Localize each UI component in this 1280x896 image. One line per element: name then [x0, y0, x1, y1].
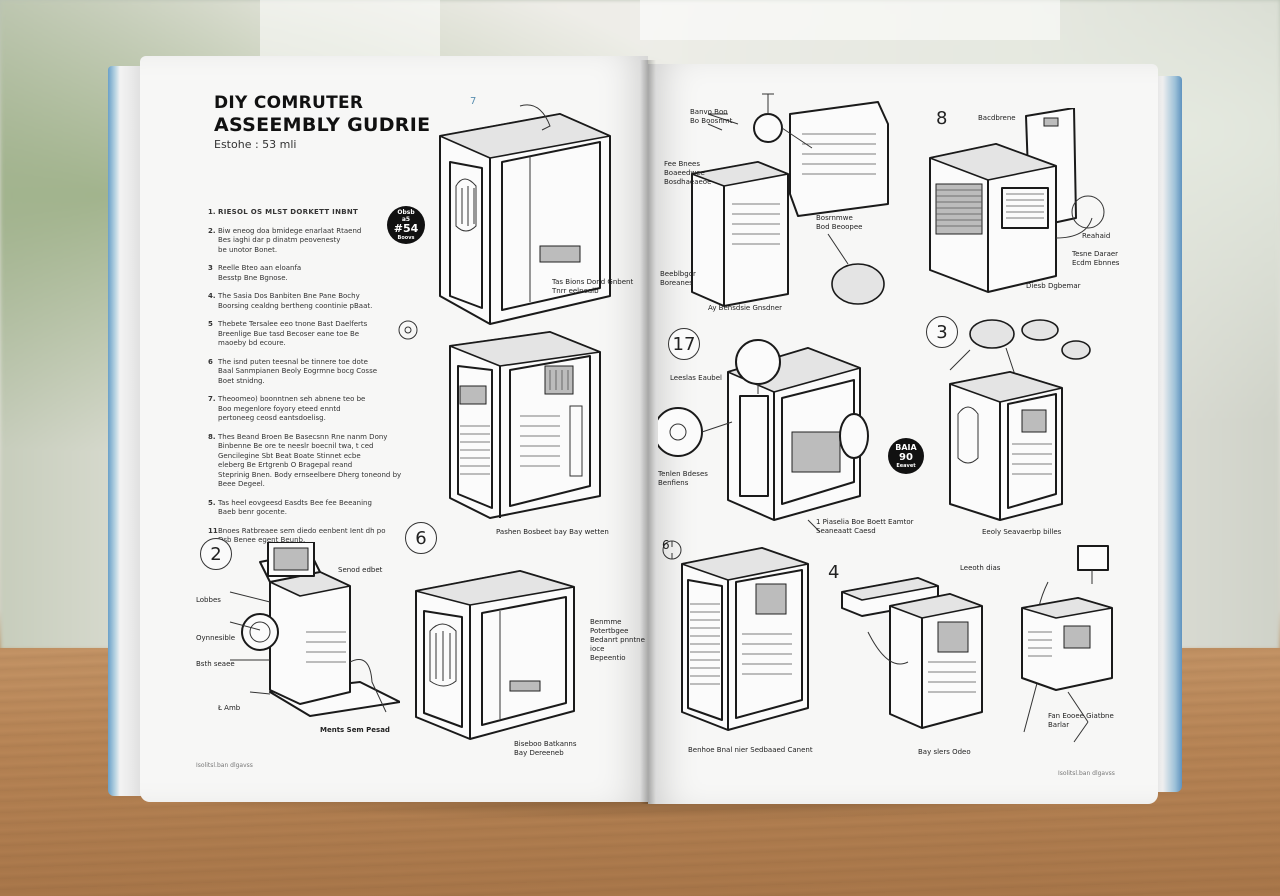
part-label: Leeoth dias [960, 564, 1001, 572]
figure-caption: 1 Piaselia Boe Boett Eamtor Seaneaatt Ca… [816, 518, 914, 535]
step-item-text: Reelle Bteo aan eloanfa Besstp Bne Bgnos… [218, 264, 302, 282]
badge-line-3: Eeavet [896, 463, 916, 469]
step-item-text: RIESOL OS MLST DORKETT INBNT [218, 208, 359, 216]
page-title: DIY COMRUTER ASSEEMBLY GUDRIE [214, 92, 430, 136]
step-item: 8.Thes Beand Broen Be Basecsnn Rne nanm … [208, 433, 408, 490]
step-item: 5 Thebete Tersalee eeo tnone Bast Daelfer… [208, 320, 408, 349]
case-illustration [415, 570, 575, 740]
step-list: 1.RIESOL OS MLST DORKETT INBNT 2.Biw eneo… [208, 208, 408, 555]
part-label: Fee Bnees Boaeedwee Bosdhaeaeoe [664, 160, 712, 186]
part-label: Tesne Daraer Ecdm Ebnnes [1072, 250, 1120, 267]
window-frame [640, 0, 1060, 40]
part-label: Banvo Boo Bo Boosnmt [690, 108, 733, 125]
figure-caption: Diesb Dgbemar [1026, 282, 1081, 290]
step-item-number: 5 [208, 320, 213, 328]
psu-install-illustration [841, 577, 983, 729]
step-item-number: 11 [208, 526, 218, 535]
page-footer: Isolitsl.ban dlgavss [196, 762, 253, 769]
step-number: 6 [405, 522, 437, 554]
step-item-number: 1. [208, 208, 216, 216]
title-line-2: ASSEEMBLY GUDRIE [214, 114, 431, 136]
info-badge: BAIA 90 Eeavet [888, 438, 924, 474]
step-item-text: Tas heel eovgeesd Easdts Bee fee Beeanin… [218, 498, 372, 517]
left-page: DIY COMRUTER ASSEEMBLY GUDRIE Estohe : 5… [140, 56, 648, 802]
open-case-illustration [681, 547, 809, 731]
step-number: 17 [668, 328, 700, 360]
info-badge: Obsb a5 #54 Boovs [387, 206, 425, 244]
step-item-number: 2. [208, 226, 216, 235]
part-label: Leeslas Eaubel [670, 374, 722, 382]
part-label: Oynnesible [196, 634, 236, 642]
badge-line-1: BAIA [895, 443, 917, 452]
gear-icon [662, 540, 682, 560]
part-label: Lobbes [196, 596, 221, 604]
step-item: 4.The Sasia Dos Banbiten Bne Pane Bochy … [208, 292, 408, 311]
part-label: Tenlen Bdeses Benfiens [658, 470, 708, 487]
part-label: Beeblbgor Boreanes [660, 270, 696, 287]
badge-line-3: #54 [393, 222, 419, 235]
case-illustration [439, 104, 611, 325]
step-item: 1.RIESOL OS MLST DORKETT INBNT [208, 208, 408, 218]
assembly-illustration [229, 542, 400, 717]
step-item-text: Thes Beand Broen Be Basecsnn Rne nanm Do… [218, 432, 402, 489]
figure-caption: Pashen Bosbeet bay Bay wetten [496, 528, 609, 536]
step-number: 2 [200, 538, 232, 570]
badge-line-2: a5 [401, 216, 411, 223]
figure-caption: Benhoe Bnal nier Sedbaaed Canent [688, 746, 813, 754]
step-item: 3 Reelle Bteo aan eloanfa Besstp Bne Bgno… [208, 264, 408, 283]
subtitle: Estohe : 53 mli [214, 138, 297, 151]
step-item-text: The isnd puten teesnal be tinnere toe do… [218, 357, 378, 385]
step-item-number: 7. [208, 395, 216, 403]
step-item-number: 3 [208, 264, 213, 272]
open-case-illustration [449, 331, 601, 519]
part-label: Bosrnmwe Bod Beoopee [816, 214, 863, 231]
step-item-number: 8. [208, 432, 216, 441]
step-item-number: 6 [208, 357, 213, 366]
right-page: Banvo Boo Bo Boosnmt Fee Bnees Boaeedwee… [648, 64, 1158, 804]
case-callout-illustration [658, 339, 869, 532]
figure-caption: Ments Sem Pesad [320, 726, 390, 734]
exploded-parts-illustration [1021, 545, 1113, 743]
part-label: Ł Amb [218, 704, 241, 712]
step-item-text: Theoomeo) boonntnen seh abnene teo be Bo… [218, 395, 366, 422]
figure-caption: Biseboo Batkanns Bay Dereeneb [514, 740, 577, 757]
step-number: 6 [662, 538, 670, 552]
gear-icon [398, 320, 418, 340]
marker-number: 7 [470, 96, 477, 107]
step-number: 8 [936, 108, 948, 129]
step-item-text: Biw eneog doa bmidege enarlaat Rtaend Be… [218, 226, 362, 254]
step-item: 2.Biw eneog doa bmidege enarlaat Rtaend … [208, 227, 408, 256]
badge-line-2: 90 [899, 452, 913, 463]
part-label: Benmme Potertbgee Bedanrt pnntne ioce Be… [590, 618, 645, 662]
step-item: 5.Tas heel eovgeesd Easdts Bee fee Beean… [208, 499, 408, 518]
page-footer: Isolitsl.ban dlgavss [1058, 770, 1115, 777]
exploded-view-illustration [691, 93, 889, 307]
step-item: 6 The isnd puten teesnal be tinnere toe d… [208, 358, 408, 387]
window-frame [260, 0, 440, 60]
badge-line-4: Boovs [397, 235, 415, 241]
step-item: 7.Theoomeo) boonntnen seh abnene teo be … [208, 395, 408, 424]
figure-caption: Eeoly Seavaerbp billes [982, 528, 1062, 536]
figure-caption: Bay slers Odeo [918, 748, 971, 756]
step-item-text: Thebete Tersalee eeo tnone Bast Daelfert… [218, 320, 368, 347]
step-item-number: 5. [208, 498, 216, 507]
badge-line-1: Obsb [397, 209, 415, 216]
part-label: Bacdbrene [978, 114, 1016, 122]
figure-caption: Ay Bensdsie Gnsdner [708, 304, 783, 312]
part-label: Reahaid [1082, 232, 1111, 240]
part-label: Senod edbet [338, 566, 383, 574]
step-number: 4 [828, 562, 840, 583]
title-line-1: DIY COMRUTER [214, 93, 364, 113]
book-gutter [640, 60, 656, 804]
step-number: 3 [926, 316, 958, 348]
power-supply-illustration [929, 108, 1105, 293]
part-label: Bsth seaee [196, 660, 235, 668]
case-illustration [949, 319, 1091, 521]
step-item-number: 4. [208, 292, 216, 300]
figure-caption: Tas Bions Dond Gnbent Tnrr eelnealb [552, 278, 634, 295]
step-item-text: The Sasia Dos Banbiten Bne Pane Bochy Bo… [218, 292, 373, 310]
figure-caption: Fan Eooee Giatbne Barlar [1048, 712, 1114, 729]
